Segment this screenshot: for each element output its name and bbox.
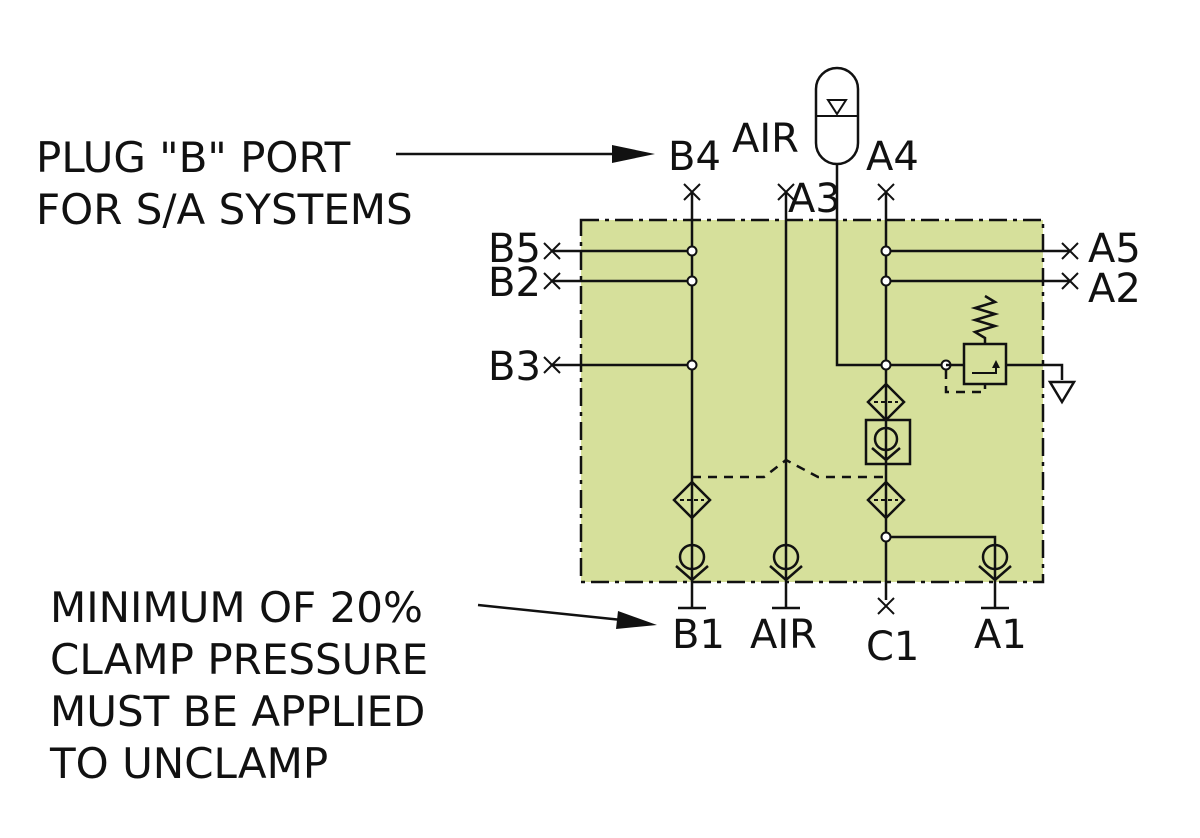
port-label-a2: A2: [1088, 266, 1141, 312]
port-label-b2: B2: [488, 260, 541, 306]
port-label-a4: A4: [866, 134, 919, 180]
b-filter-symbol: [672, 480, 712, 520]
b-check-valve: [675, 543, 709, 582]
leader-arrow-bottom: [477, 603, 657, 629]
leader-arrow-top: [396, 145, 655, 163]
b-main-line: [683, 183, 701, 608]
port-label-b1: B1: [672, 612, 725, 658]
port-label-air-bottom: AIR: [750, 612, 817, 658]
port-label-a5: A5: [1088, 226, 1141, 272]
manifold-block: [579, 218, 1045, 584]
note-to-unclamp: TO UNCLAMP: [49, 739, 328, 788]
port-label-b5: B5: [488, 226, 541, 272]
note-for-sa-systems: FOR S/A SYSTEMS: [36, 185, 413, 234]
port-label-c1: C1: [866, 624, 919, 670]
accumulator-symbol: [814, 66, 860, 166]
a-branch-lines: [880, 242, 1079, 290]
port-label-air-top: AIR: [732, 116, 799, 162]
note-clamp-pressure: CLAMP PRESSURE: [50, 635, 428, 684]
a-filter-lower: [866, 480, 906, 520]
note-must-be-applied: MUST BE APPLIED: [50, 687, 425, 736]
note-plug-b-port: PLUG "B" PORT: [36, 133, 351, 182]
air-line: [769, 183, 803, 610]
a-pilot-check-valve: [864, 418, 912, 466]
pilot-line: [692, 458, 886, 479]
port-label-a3: A3: [788, 176, 841, 222]
b-branch-lines: [543, 242, 698, 374]
port-label-b3: B3: [488, 344, 541, 390]
relief-valve-symbol: [944, 294, 1077, 405]
port-label-a1: A1: [974, 612, 1027, 658]
note-minimum-20: MINIMUM OF 20%: [50, 583, 423, 632]
port-label-b4: B4: [668, 134, 721, 180]
a1-line: [880, 531, 1012, 610]
